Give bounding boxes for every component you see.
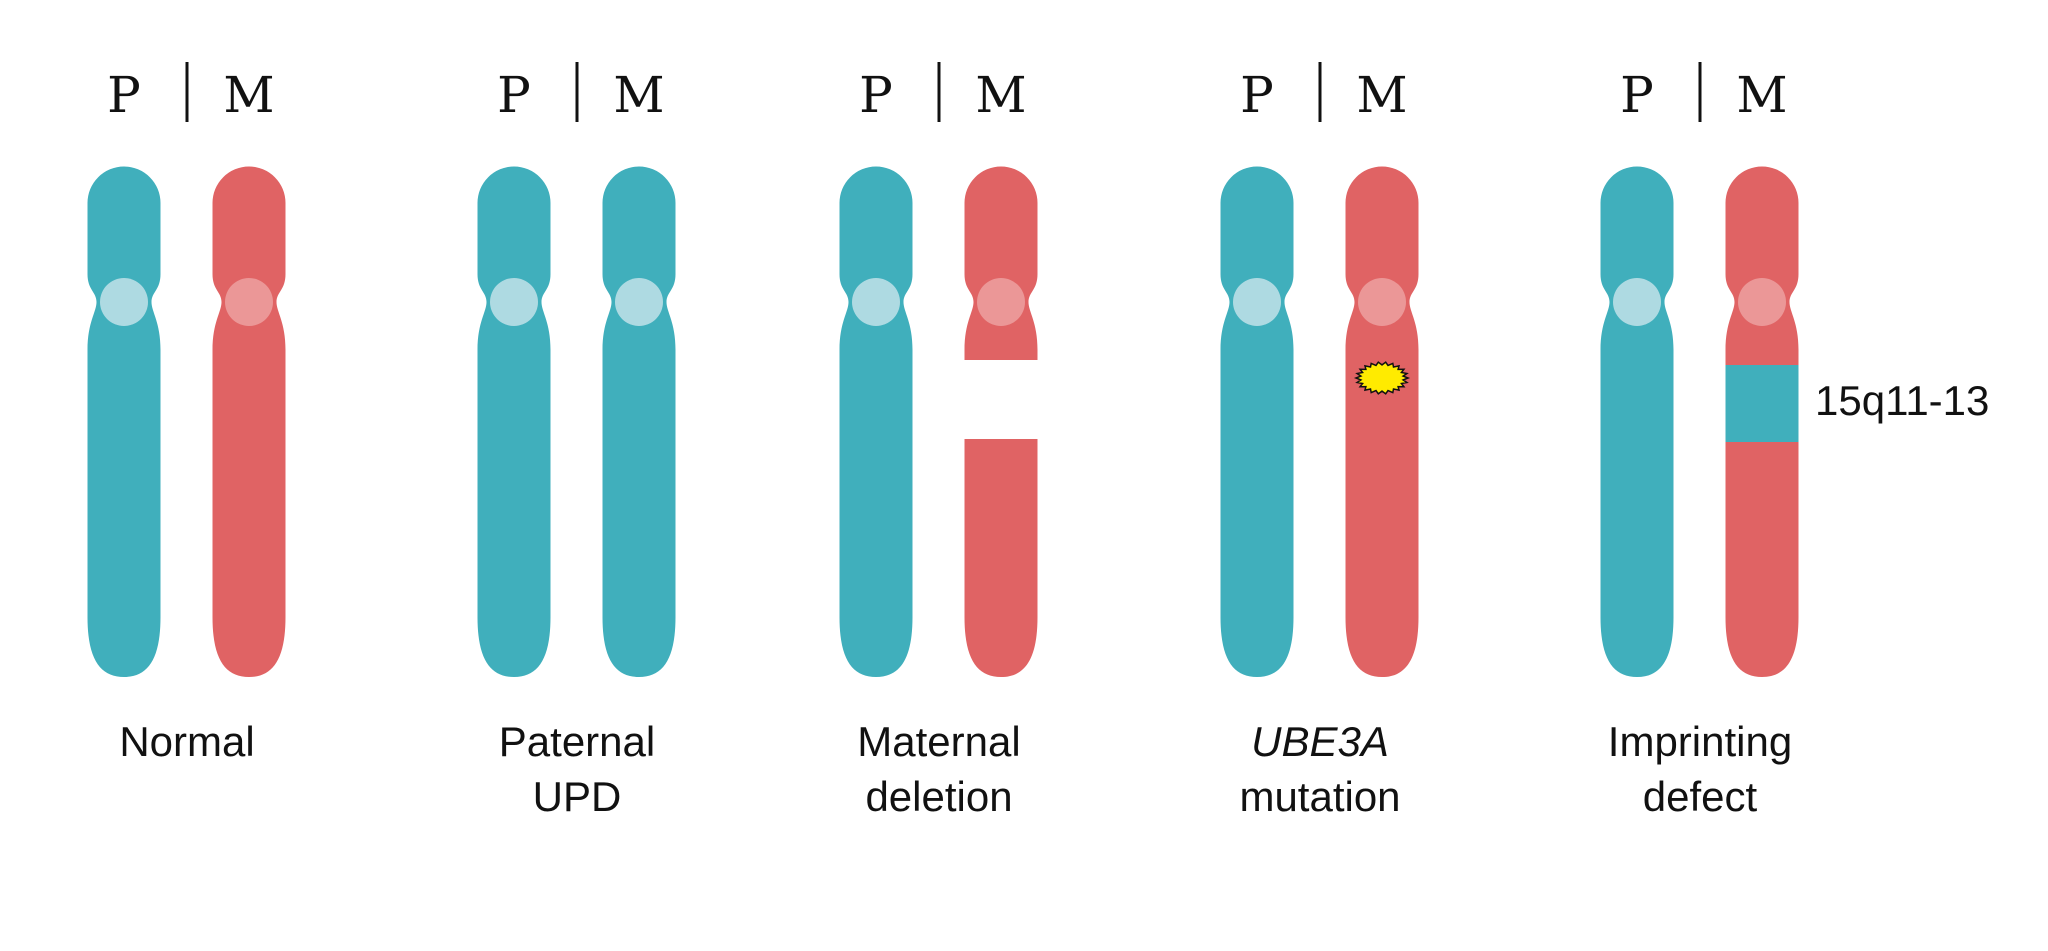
maternal-chromosome — [602, 166, 676, 677]
maternal-centromere — [615, 278, 663, 326]
panel-maternal-deletion: P M Maternal deletion — [839, 62, 1042, 820]
panel-normal: P M Normal — [87, 62, 286, 765]
paternal-chromosome — [87, 166, 161, 677]
mutation-burst-icon — [1353, 361, 1411, 395]
maternal-label: M — [1356, 66, 1407, 124]
paternal-centromere — [1613, 278, 1661, 326]
panel-caption-line: Normal — [119, 718, 254, 765]
panel-caption-line: deletion — [865, 773, 1012, 820]
panel-ube3a-mutation: P M UBE3A mutation — [1220, 62, 1419, 820]
panel-caption-line: mutation — [1239, 773, 1400, 820]
panel-caption-line: Imprinting — [1608, 718, 1792, 765]
maternal-label: M — [975, 66, 1026, 124]
region-label-15q11-13: 15q11-13 — [1815, 377, 1989, 424]
maternal-chromosome — [212, 166, 286, 677]
maternal-centromere — [1738, 278, 1786, 326]
paternal-chromosome — [1600, 166, 1674, 677]
maternal-centromere — [225, 278, 273, 326]
paternal-centromere — [1233, 278, 1281, 326]
panel-caption-line: UBE3A — [1251, 718, 1389, 765]
panel-caption-line: defect — [1643, 773, 1758, 820]
paternal-label: P — [1240, 66, 1274, 124]
panel-imprinting-defect: P M Imprinting defect — [1600, 62, 1799, 820]
paternal-label: P — [859, 66, 893, 124]
paternal-chromosome — [839, 166, 913, 677]
paternal-chromosome — [477, 166, 551, 677]
paternal-centromere — [490, 278, 538, 326]
paternal-centromere — [100, 278, 148, 326]
maternal-centromere — [977, 278, 1025, 326]
maternal-label: M — [223, 66, 274, 124]
paternal-centromere — [852, 278, 900, 326]
deleted-region-gap — [960, 360, 1042, 439]
paternal-label: P — [1620, 66, 1654, 124]
paternal-chromosome — [1220, 166, 1294, 677]
imprinted-region-band — [1725, 365, 1799, 442]
maternal-chromosome — [1345, 166, 1419, 677]
paternal-label: P — [107, 66, 141, 124]
maternal-label: M — [1736, 66, 1787, 124]
panel-caption-line: UPD — [533, 773, 622, 820]
panel-caption-line: Paternal — [499, 718, 655, 765]
maternal-centromere — [1358, 278, 1406, 326]
panel-caption-line: Maternal — [857, 718, 1020, 765]
maternal-label: M — [613, 66, 664, 124]
paternal-label: P — [497, 66, 531, 124]
